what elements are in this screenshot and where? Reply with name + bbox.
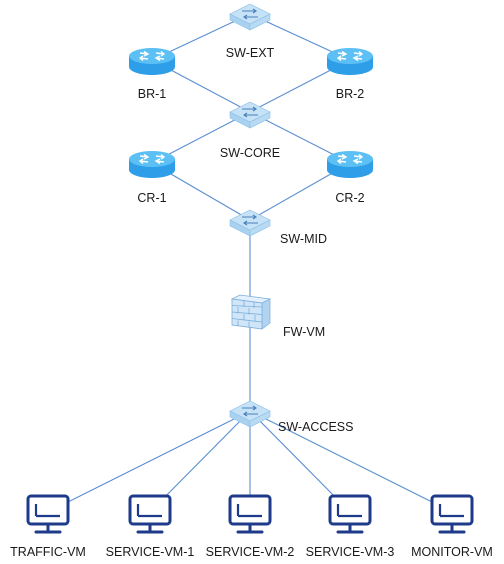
sw-core-label: SW-CORE <box>220 146 280 160</box>
service-vm-3-computer-icon <box>328 494 372 534</box>
sw-ext-label: SW-EXT <box>226 46 275 60</box>
service-vm-1-label: SERVICE-VM-1 <box>106 545 195 559</box>
cr-1-label: CR-1 <box>137 191 166 205</box>
link-sw-access-monitor-vm <box>249 410 453 513</box>
sw-mid-switch-icon <box>229 209 271 237</box>
links-layer <box>47 13 453 513</box>
service-vm-3-label: SERVICE-VM-3 <box>306 545 395 559</box>
labels-layer: SW-EXT BR-1 BR-2SW-CORE CR-1 CR-2SW-MID FW-VM… <box>10 46 493 559</box>
sw-access-label: SW-ACCESS <box>278 420 353 434</box>
service-vm-1-computer-icon <box>128 494 172 534</box>
traffic-vm-label: TRAFFIC-VM <box>10 545 86 559</box>
monitor-vm-computer-icon <box>430 494 474 534</box>
br-1-label: BR-1 <box>138 87 167 101</box>
icons-layer <box>26 3 474 534</box>
cr-2-router-icon <box>327 151 373 178</box>
fw-vm-firewall-icon <box>230 294 272 330</box>
br-2-router-icon <box>327 48 373 75</box>
br-2-label: BR-2 <box>336 87 365 101</box>
cr-1-router-icon <box>129 151 175 178</box>
link-sw-access-traffic-vm <box>47 410 251 513</box>
cr-2-label: CR-2 <box>335 191 364 205</box>
service-vm-2-label: SERVICE-VM-2 <box>206 545 295 559</box>
sw-mid-label: SW-MID <box>280 232 327 246</box>
sw-ext-switch-icon <box>229 3 271 31</box>
br-1-router-icon <box>129 48 175 75</box>
sw-core-switch-icon <box>229 101 271 129</box>
traffic-vm-computer-icon <box>26 494 70 534</box>
fw-vm-label: FW-VM <box>283 325 325 339</box>
monitor-vm-label: MONITOR-VM <box>411 545 493 559</box>
service-vm-2-computer-icon <box>228 494 272 534</box>
sw-access-switch-icon <box>229 400 271 428</box>
